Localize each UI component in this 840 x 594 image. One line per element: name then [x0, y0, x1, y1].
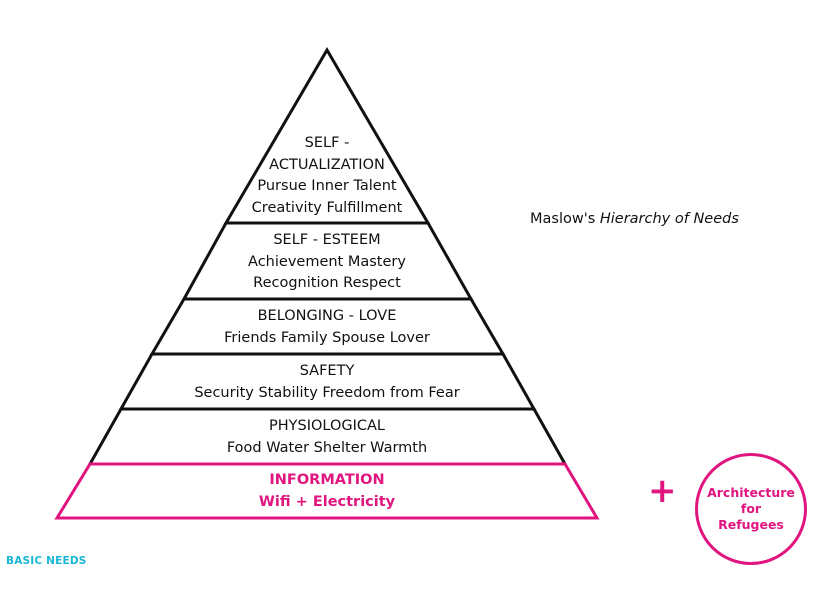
tier-line: SELF - ESTEEM: [273, 232, 381, 248]
tier-line: Creativity Fulfillment: [251, 199, 403, 216]
tier-line: INFORMATION: [269, 472, 385, 488]
tier-information: INFORMATION Wifi + Electricity: [259, 470, 395, 513]
circle-line: for: [740, 501, 762, 516]
tier-line: Achievement Mastery: [248, 253, 406, 270]
plus-sign: +: [648, 471, 677, 511]
basic-needs-label: BASIC NEEDS: [6, 555, 87, 567]
circle-line: Refugees: [718, 517, 784, 532]
tier-line: Security Stability Freedom from Fear: [194, 384, 460, 401]
tier-line: Friends Family Spouse Lover: [224, 329, 430, 346]
tier-line: PHYSIOLOGICAL: [268, 418, 385, 434]
tier-line: ACTUALIZATION: [269, 156, 385, 173]
tier-line: Pursue Inner Talent: [257, 178, 397, 194]
tier-self-esteem: SELF - ESTEEM Achievement Mastery Recogn…: [248, 230, 406, 295]
tier-line: Wifi + Electricity: [258, 493, 396, 510]
caption-italic: Hierarchy of Needs: [599, 211, 739, 227]
diagram-caption: Maslow's Hierarchy of Needs: [530, 211, 739, 227]
caption-prefix: Maslow's: [530, 211, 600, 227]
tier-belonging-love: BELONGING - LOVE Friends Family Spouse L…: [224, 306, 430, 349]
tier-shape-information: [54, 462, 600, 520]
circle-line: Architecture: [707, 485, 795, 500]
tier-line: Food Water Shelter Warmth: [226, 439, 428, 456]
tier-self-actualization: SELF - ACTUALIZATION Pursue Inner Talent…: [252, 133, 403, 219]
tier-line: SAFETY: [299, 363, 355, 379]
tier-safety: SAFETY Security Stability Freedom from F…: [194, 361, 459, 404]
tier-line: BELONGING - LOVE: [257, 308, 397, 324]
tier-line: Recognition Respect: [253, 275, 401, 291]
tier-line: SELF -: [304, 135, 350, 151]
architecture-for-refugees-circle: Architecture for Refugees: [695, 453, 807, 565]
tier-physiological: PHYSIOLOGICAL Food Water Shelter Warmth: [227, 416, 427, 459]
